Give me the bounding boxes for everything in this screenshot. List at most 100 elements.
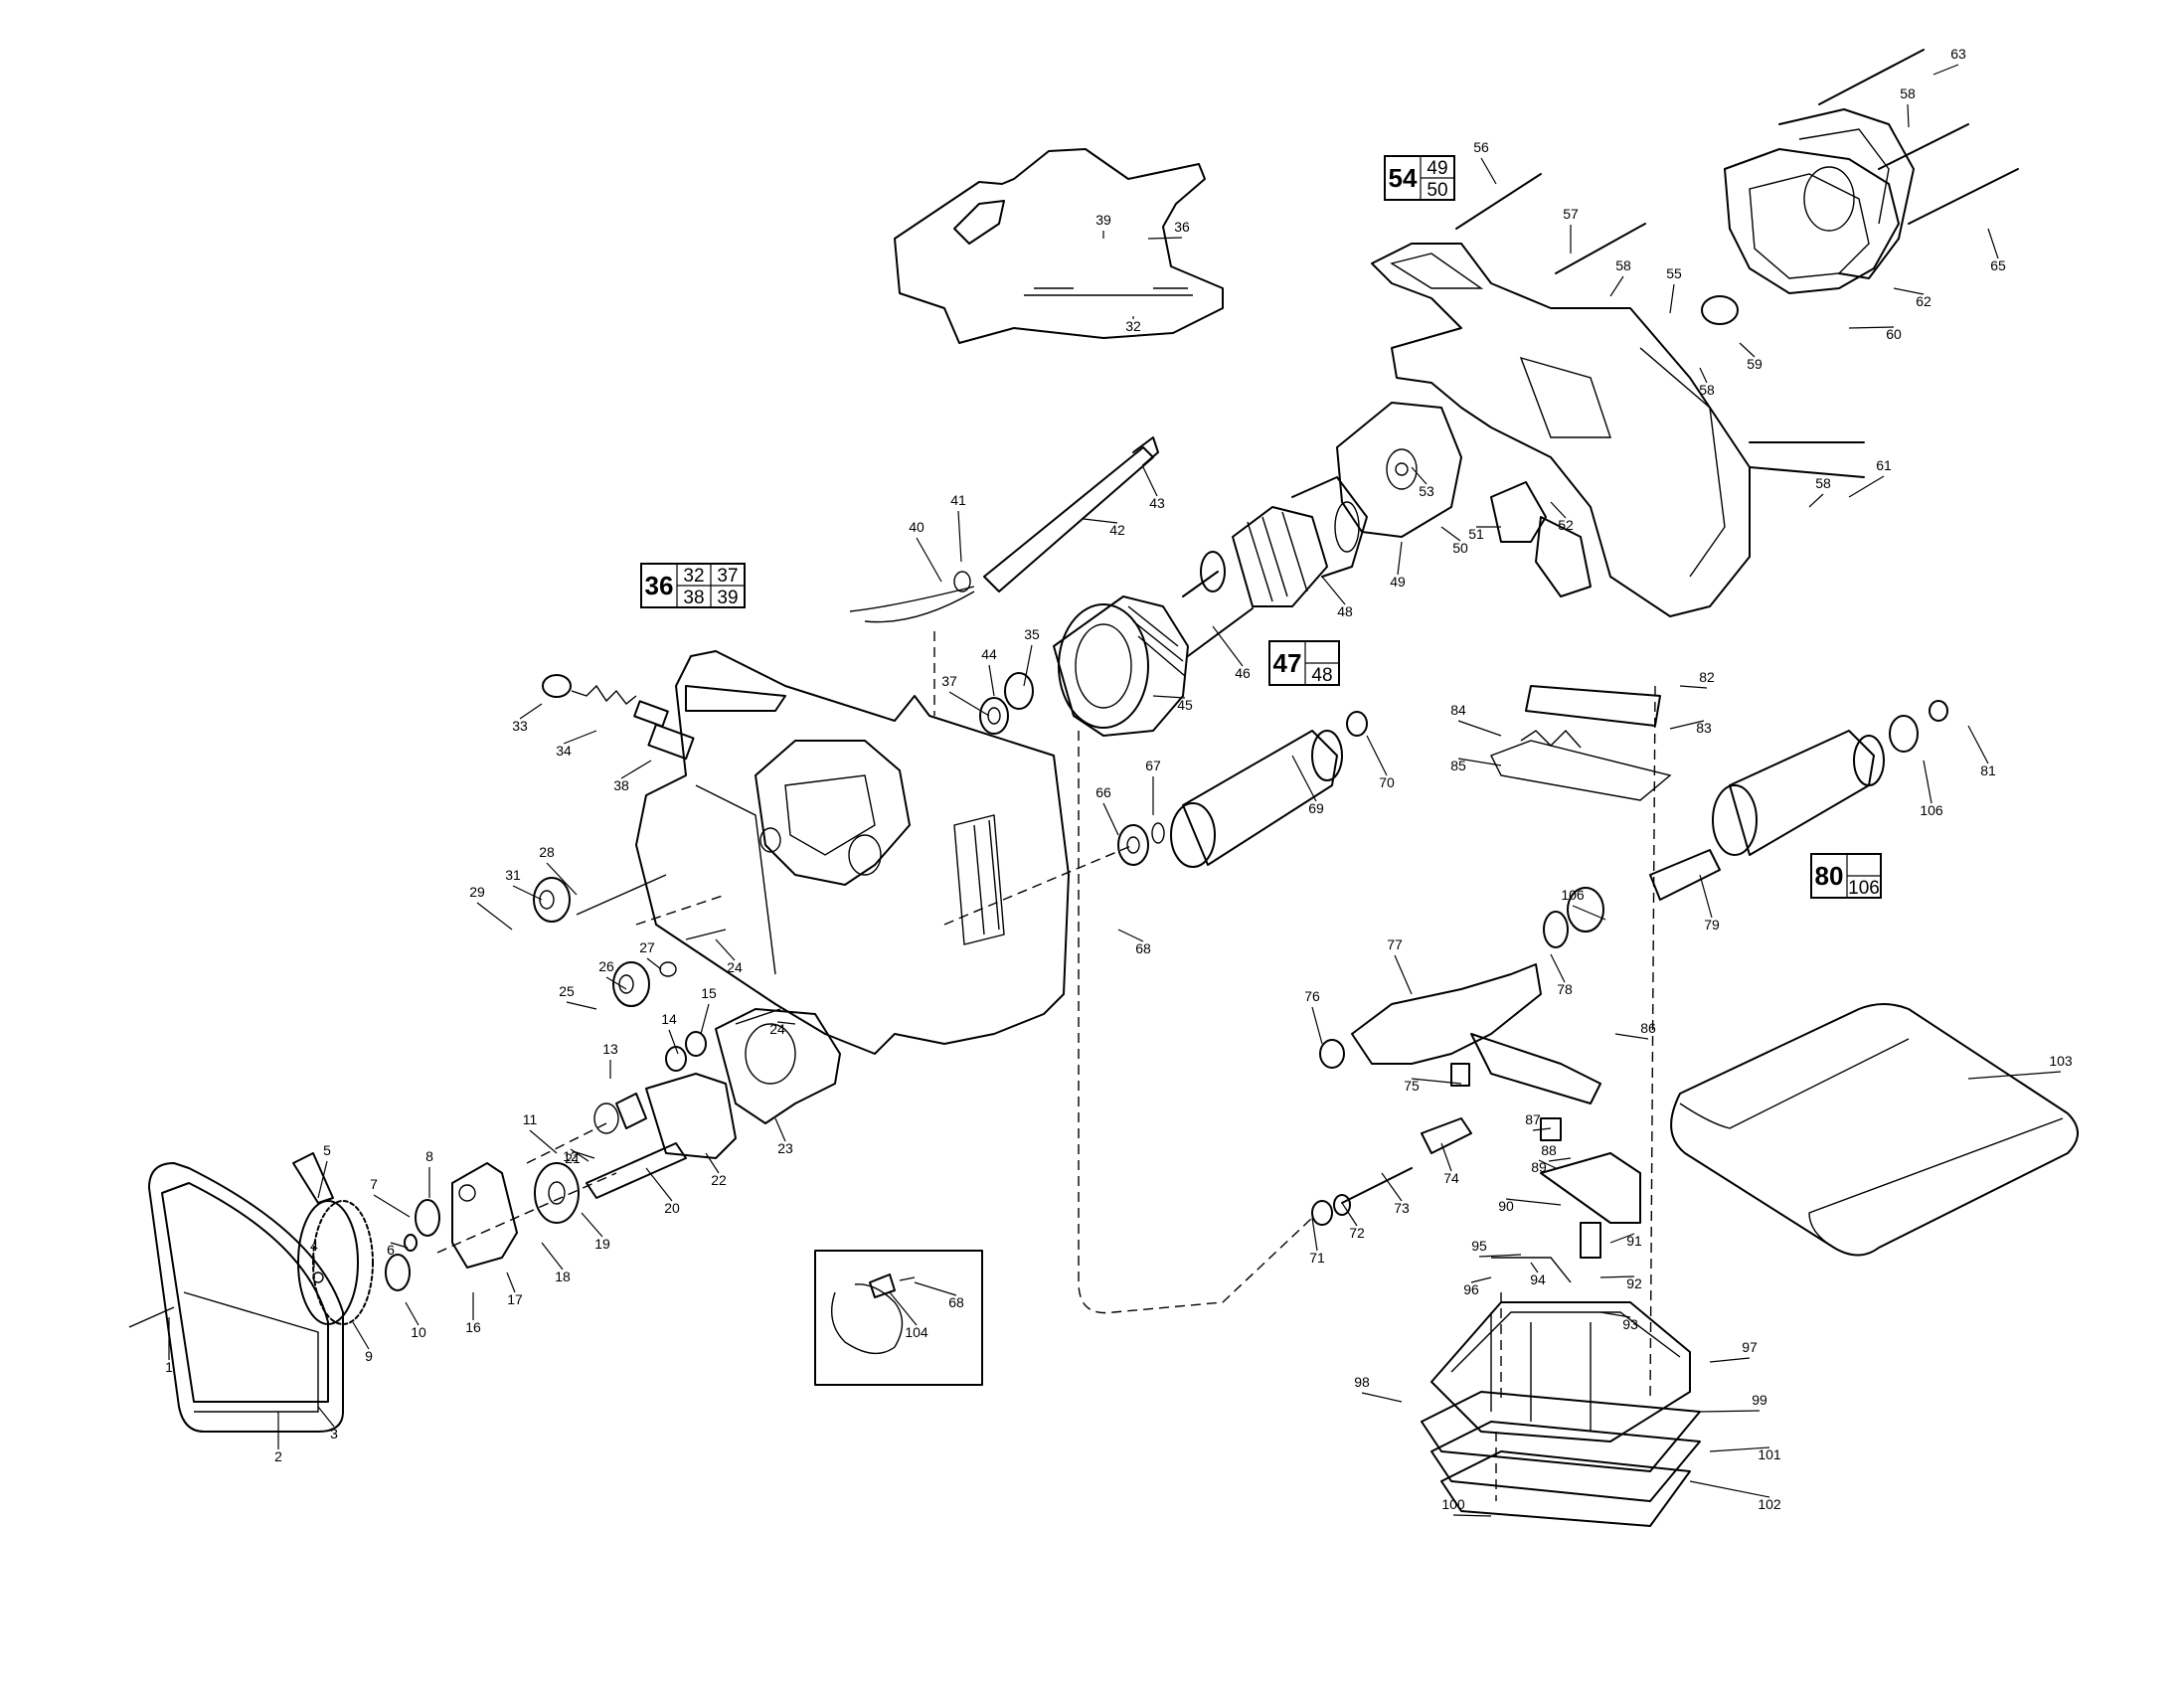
callout-label: 22: [711, 1172, 727, 1188]
callout-label: 49: [1390, 574, 1406, 590]
callout-leader: [1311, 1006, 1323, 1045]
callout-label: 20: [664, 1200, 680, 1216]
callout-leader: [1550, 501, 1567, 519]
callout-leader: [1848, 326, 1895, 329]
callout-label: 76: [1304, 988, 1320, 1004]
plug-cap: [1701, 295, 1739, 325]
callout-label: 35: [1024, 626, 1040, 642]
tracking-adjust-knob: [1311, 1117, 1472, 1226]
kit-sub-number: 39: [717, 588, 738, 608]
callout-leader: [1609, 275, 1624, 297]
callout-label: 42: [1109, 522, 1125, 538]
callout-label: 48: [1337, 603, 1353, 619]
callout-leader: [506, 1272, 516, 1293]
callout-label: 18: [555, 1269, 571, 1284]
callout-leader: [620, 760, 652, 779]
callout-label: 1: [165, 1359, 173, 1375]
lever-bracket: [1491, 1117, 1641, 1283]
callout-leader: [1152, 695, 1186, 699]
callout-leader: [1411, 466, 1428, 485]
callout-leader: [529, 1129, 558, 1154]
brush-cap: [542, 674, 572, 698]
callout-leader: [1457, 758, 1502, 766]
callout-leader: [390, 1242, 409, 1249]
front-drum: [1117, 711, 1368, 868]
callout-label: 43: [1149, 495, 1165, 511]
callout-label: 77: [1387, 936, 1403, 952]
callout-label: 55: [1666, 265, 1682, 281]
callout-leader: [1480, 157, 1497, 185]
callout-leader: [1689, 1480, 1770, 1498]
callout-label: 61: [1876, 457, 1892, 473]
callout-label: 24: [769, 1021, 785, 1037]
base-frame: [1430, 1301, 1691, 1442]
callout-label: 85: [1450, 758, 1466, 773]
callout-leader: [705, 1152, 720, 1174]
callout-label: 27: [639, 939, 655, 955]
callout-leader: [1848, 475, 1885, 498]
callout-label: 60: [1886, 326, 1902, 342]
callout-leader: [1907, 103, 1910, 128]
callout-leader: [957, 510, 962, 563]
callout-leader: [1599, 1275, 1635, 1278]
callout-leader: [541, 1242, 564, 1271]
callout-label: 73: [1394, 1200, 1410, 1216]
callout-label: 10: [411, 1324, 426, 1340]
callout-leader: [1808, 493, 1824, 508]
spindle-shaft-assembly: [586, 1031, 707, 1199]
callout-label: 101: [1758, 1446, 1781, 1462]
callout-leader: [317, 1160, 328, 1199]
callout-label: 23: [777, 1140, 793, 1156]
callout-label: 40: [909, 519, 924, 535]
callout-leader: [1452, 1514, 1492, 1517]
callout-leader: [317, 1406, 335, 1428]
kit-main-number: 54: [1389, 163, 1418, 193]
kit-sub-number: 50: [1427, 180, 1447, 201]
callout-label: 100: [1441, 1496, 1465, 1512]
callout-label: 58: [1900, 85, 1916, 101]
callout-leader: [1599, 1311, 1631, 1318]
callout-leader: [1699, 874, 1713, 919]
gasket: [645, 1073, 737, 1159]
callout-leader: [1291, 755, 1317, 802]
callout-label: 68: [1135, 940, 1151, 956]
callout-label: 58: [1615, 257, 1631, 273]
callout-leader: [1987, 228, 1999, 259]
kit-sub-number: 37: [717, 566, 738, 587]
housing-outline-inset: [894, 148, 1224, 344]
callout-label: 59: [1747, 356, 1763, 372]
callout-leader: [668, 1029, 679, 1055]
callout-leader: [645, 1167, 673, 1202]
callout-leader: [1532, 1127, 1552, 1131]
callout-label: 65: [1990, 257, 2006, 273]
callout-leader: [889, 1291, 918, 1326]
callout-leader: [1411, 1078, 1462, 1085]
callout-leader: [1967, 1071, 2062, 1080]
kit-sub-number: 49: [1427, 158, 1447, 179]
callout-leader: [1679, 685, 1708, 689]
callout-label: 39: [1095, 212, 1111, 228]
callout-leader: [1669, 283, 1675, 314]
callout-leader: [774, 1117, 786, 1142]
callout-leader: [1366, 735, 1388, 776]
callout-label: 74: [1443, 1170, 1459, 1186]
callout-leader: [1457, 720, 1502, 737]
callout-label: 34: [556, 743, 572, 759]
callout-label: 106: [1561, 887, 1585, 903]
callout-label: 58: [1699, 382, 1715, 398]
callout-leader: [1361, 1392, 1403, 1403]
callout-label: 92: [1626, 1275, 1642, 1291]
callout-leader: [1548, 1157, 1572, 1162]
callout-leader: [1341, 1202, 1358, 1227]
callout-leader: [1923, 760, 1932, 804]
callout-leader: [1699, 1410, 1761, 1413]
callout-leader: [1932, 64, 1959, 76]
callout-label: 29: [469, 884, 485, 900]
callout-label: 82: [1699, 669, 1715, 685]
callout-leader: [1397, 541, 1403, 576]
callout-label: 11: [523, 1111, 538, 1127]
callout-label: 2: [274, 1448, 282, 1464]
callout-label: 6: [387, 1242, 395, 1258]
